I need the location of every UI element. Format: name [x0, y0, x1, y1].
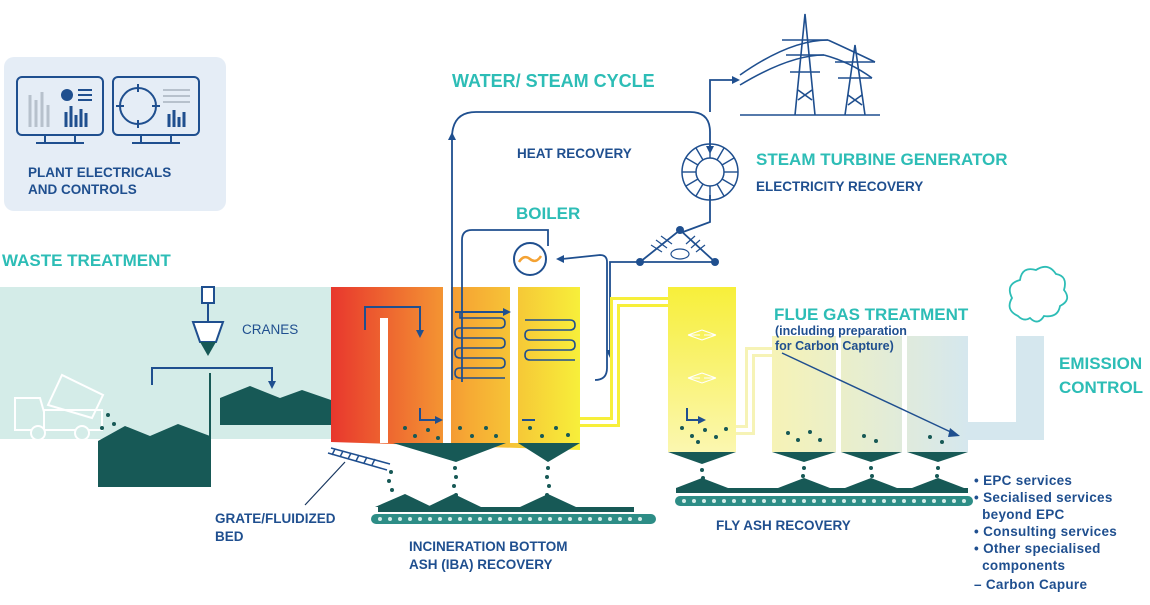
water-steam-cycle-label: WATER/ STEAM CYCLE [452, 71, 655, 91]
service-item: components [974, 558, 1066, 573]
service-item: – Carbon Capure [974, 577, 1088, 592]
turbine-icon [681, 143, 739, 201]
smoke-icon [1008, 265, 1069, 323]
iba-label-line2: ASH (IBA) RECOVERY [409, 557, 553, 572]
flue-gas-note-line1: (including preparation [775, 324, 907, 338]
emission-control-line1: EMISSION [1059, 354, 1142, 373]
service-item: • Consulting services [974, 524, 1118, 539]
grate [327, 447, 391, 471]
flue-gas-note-line2: for Carbon Capture) [775, 339, 894, 353]
heat-recovery-label: HEAT RECOVERY [517, 146, 632, 161]
flue-gas-treatment [580, 287, 1044, 480]
electricity-recovery-label: ELECTRICITY RECOVERY [756, 179, 923, 194]
grate-label-line1: GRATE/FLUIDIZED [215, 511, 336, 526]
plant-electricals-panel [4, 57, 226, 211]
service-item: • Secialised services [974, 490, 1113, 505]
waste-treatment-label: WASTE TREATMENT [2, 251, 171, 270]
cranes-label: CRANES [242, 322, 298, 337]
waste-bunker [0, 286, 331, 487]
service-item: • EPC services [974, 473, 1073, 488]
monitor-gauge-icon [112, 76, 200, 144]
furnace-boiler [304, 287, 580, 506]
boiler-label: BOILER [516, 204, 580, 223]
boiler-icon [513, 242, 547, 276]
water-steam-cycle [451, 111, 711, 382]
services-list: • EPC services • Secialised services bey… [974, 472, 1150, 593]
emission-control-line2: CONTROL [1059, 378, 1143, 397]
iba-label-line1: INCINERATION BOTTOM [409, 539, 568, 554]
flue-gas-treatment-label: FLUE GAS TREATMENT [774, 305, 969, 324]
panel-title-line1: PLANT ELECTRICALS [28, 165, 171, 180]
steam-turbine-generator-label: STEAM TURBINE GENERATOR [756, 150, 1008, 169]
crane-grab-icon [191, 286, 225, 356]
service-item: • Other specialised [974, 541, 1101, 556]
service-item: beyond EPC [974, 507, 1065, 522]
panel-title-line2: AND CONTROLS [28, 182, 137, 197]
truck-icon [14, 373, 105, 441]
grate-label-line2: BED [215, 529, 244, 544]
fly-ash-conveyor [675, 478, 973, 506]
condenser [636, 226, 719, 266]
iba-conveyor [371, 494, 656, 524]
pylon-icon [739, 13, 880, 116]
waste-pile-left [98, 424, 210, 487]
monitor-chart-icon [16, 76, 104, 144]
fly-ash-recovery-label: FLY ASH RECOVERY [716, 518, 851, 533]
waste-pile-right [220, 386, 331, 425]
